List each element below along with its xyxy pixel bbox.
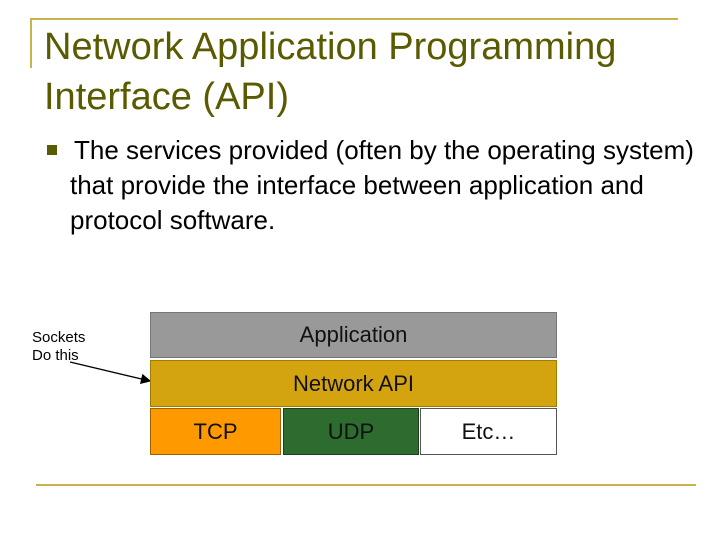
bottom-rule bbox=[36, 484, 696, 486]
application-layer-box: Application bbox=[150, 312, 557, 358]
etc-label: Etc… bbox=[461, 418, 516, 444]
bullet-marker-icon bbox=[47, 145, 57, 155]
bullet-text: The services provided (often by the oper… bbox=[70, 135, 694, 235]
sockets-annotation: Sockets Do this bbox=[32, 329, 86, 364]
application-layer-label: Application bbox=[299, 322, 408, 347]
network-api-layer-label: Network API bbox=[292, 370, 415, 396]
title-frame-left-rule bbox=[30, 18, 32, 68]
etc-box: Etc… bbox=[420, 408, 557, 455]
tcp-label: TCP bbox=[193, 418, 238, 444]
udp-box: UDP bbox=[283, 408, 419, 455]
title-frame-top-rule bbox=[30, 18, 678, 20]
udp-label: UDP bbox=[327, 418, 375, 444]
slide-title: Network Application Programming Interfac… bbox=[44, 26, 617, 118]
network-api-layer-box: Network API bbox=[150, 360, 557, 407]
tcp-box: TCP bbox=[150, 408, 281, 455]
